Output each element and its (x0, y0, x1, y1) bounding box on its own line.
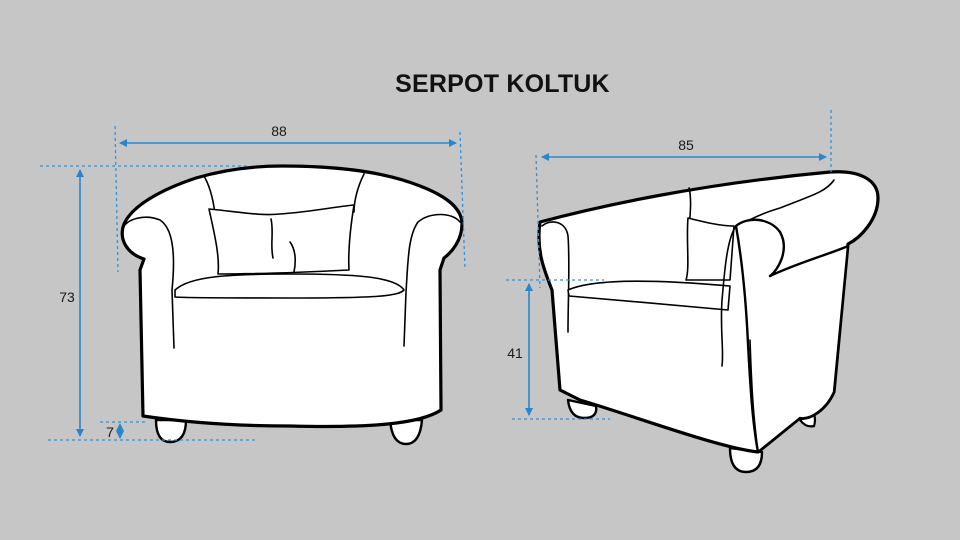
front-leg-height-label: 7 (106, 424, 114, 440)
side-dimensions: 85 41 (506, 110, 832, 420)
front-left-arm (121, 216, 175, 349)
page-title: SERPOT KOLTUK (395, 70, 610, 98)
front-seat-cushion (174, 273, 405, 299)
side-left-leg (566, 398, 598, 420)
side-seat-height-label: 41 (507, 345, 523, 361)
side-view-armchair (537, 170, 880, 474)
side-left-arm (541, 221, 570, 333)
front-right-arm (403, 213, 461, 347)
front-back-seam-right (353, 173, 365, 213)
side-front-edge (749, 339, 759, 453)
side-pillow (685, 217, 735, 281)
front-dimensions: 88 73 7 (40, 123, 466, 441)
side-seat-cushion (567, 280, 731, 311)
side-right-arm-inner (720, 225, 737, 367)
front-pillow-crease-2 (289, 241, 296, 273)
front-left-leg (154, 418, 188, 444)
front-right-leg (388, 418, 424, 446)
front-width-label: 88 (271, 123, 287, 139)
side-depth-label: 85 (678, 137, 694, 153)
front-view-armchair (120, 164, 464, 446)
side-right-arm (734, 218, 850, 454)
front-pillow-crease-1 (270, 218, 274, 259)
side-front-leg (728, 446, 764, 474)
front-height-label: 73 (59, 289, 75, 305)
front-pillow (208, 204, 355, 275)
